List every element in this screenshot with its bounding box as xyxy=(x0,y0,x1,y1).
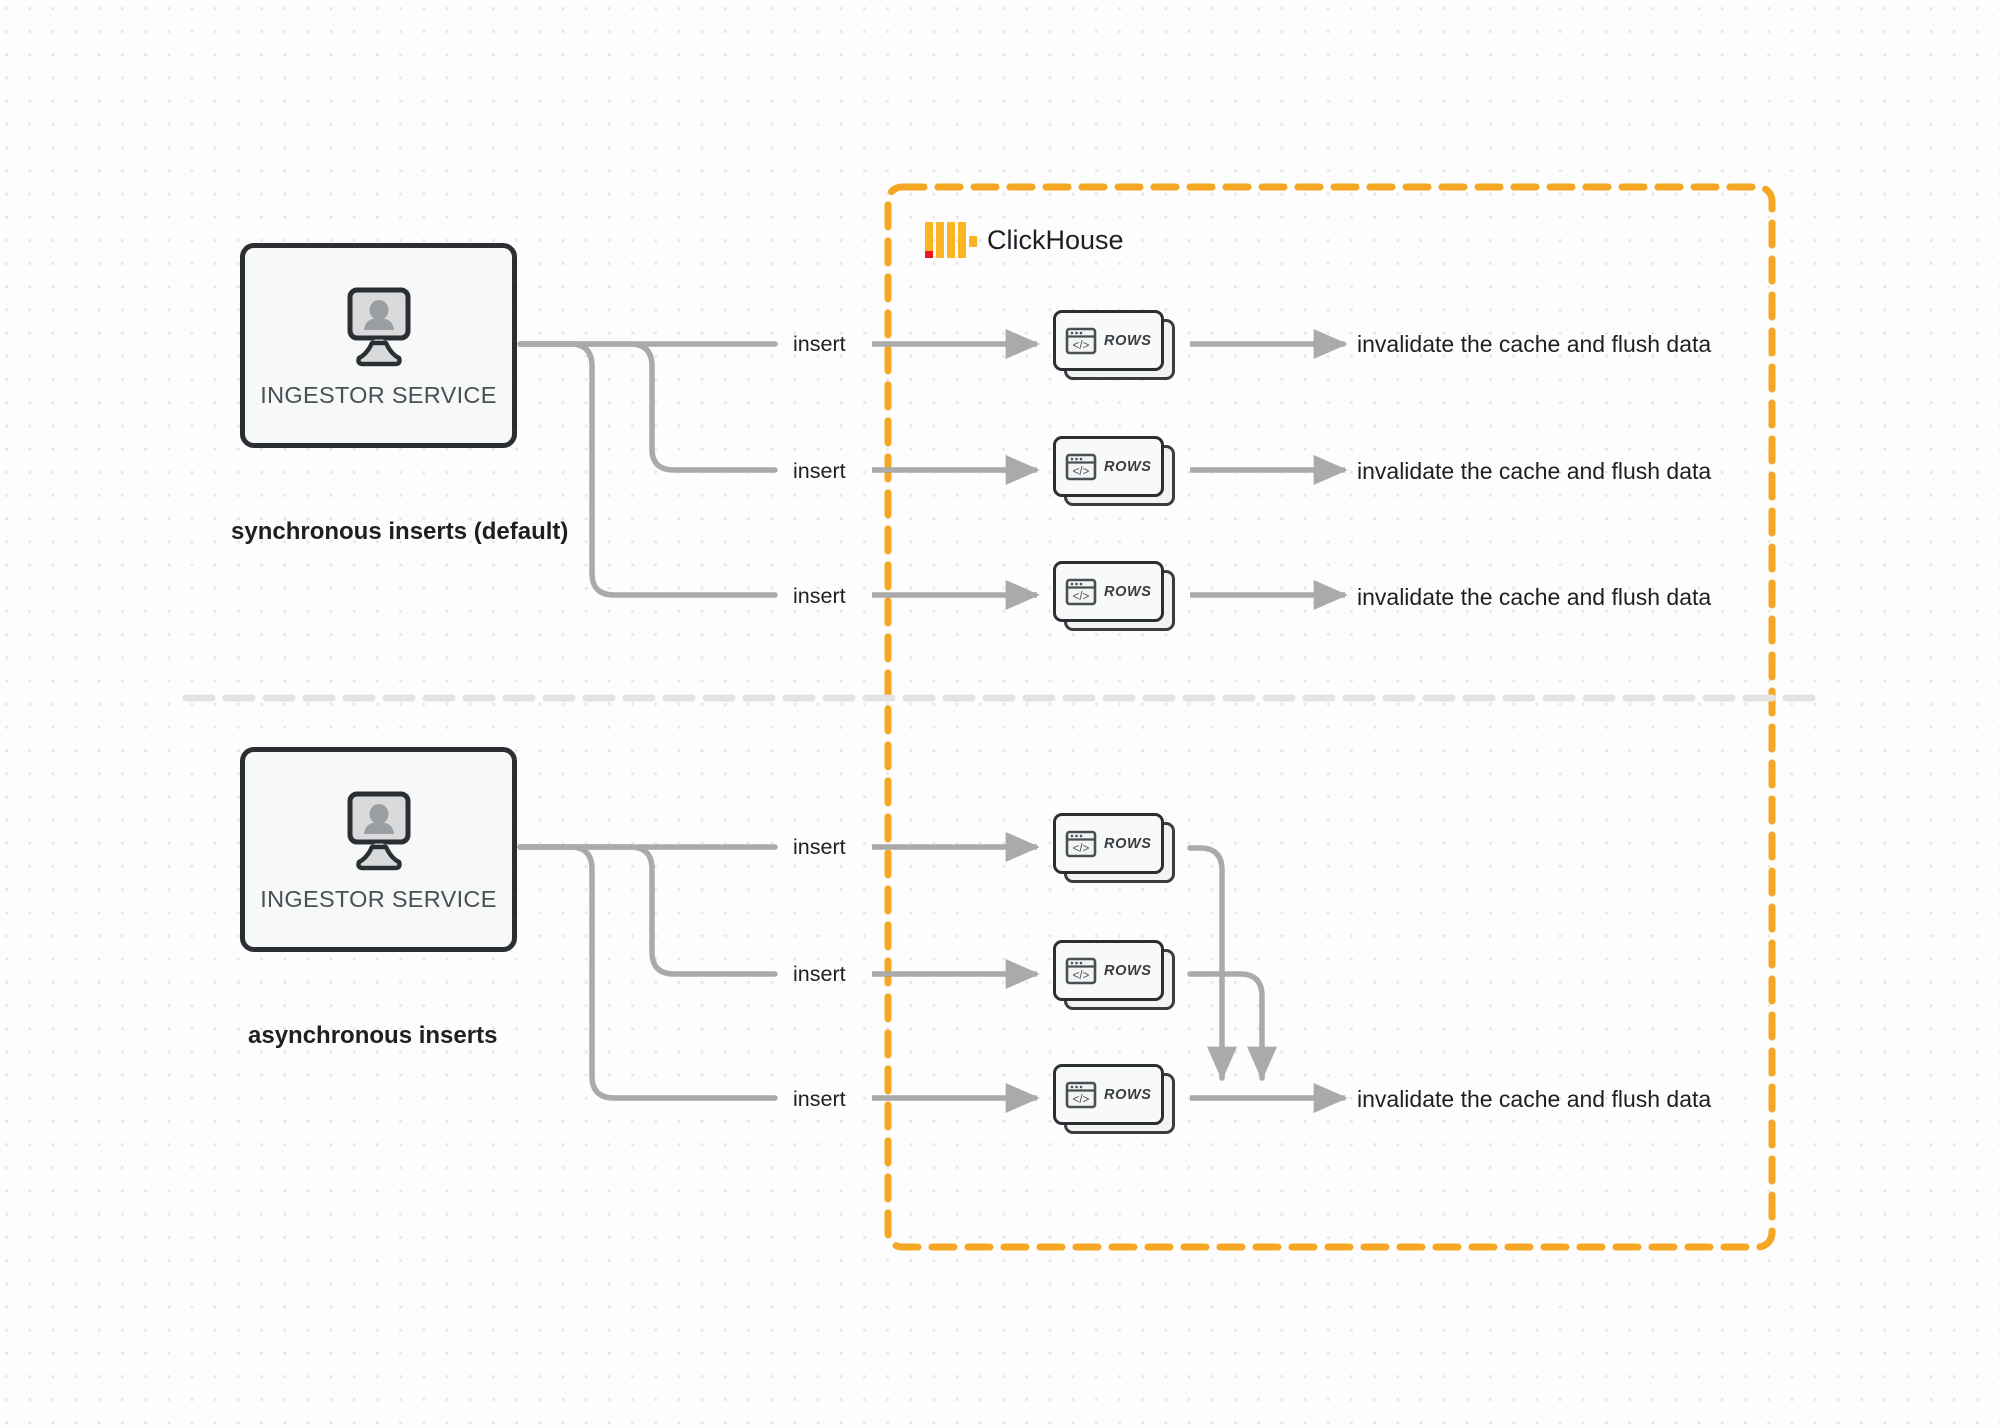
rows-card-label: ROWS xyxy=(1104,835,1152,852)
insert-label-async-3: insert xyxy=(793,1087,846,1111)
rows-card-label: ROWS xyxy=(1104,1086,1152,1103)
async-wire-merge-from-rows-2 xyxy=(1187,971,1278,1081)
clickhouse-brand-header: ClickHouse xyxy=(925,222,1124,258)
rows-card-front-sheet: </> ROWS xyxy=(1053,561,1164,622)
clickhouse-logo-icon xyxy=(925,222,977,258)
insert-label-sync-3: insert xyxy=(793,584,846,608)
rows-card-label: ROWS xyxy=(1104,458,1152,475)
code-window-icon: </> xyxy=(1065,578,1097,605)
code-window-icon: </> xyxy=(1065,830,1097,857)
ingestor-service-label: INGESTOR SERVICE xyxy=(260,382,497,408)
insert-label-sync-2: insert xyxy=(793,459,846,483)
svg-text:</>: </> xyxy=(1073,466,1090,478)
async-wire-merge-from-rows-1 xyxy=(1187,845,1238,1081)
rows-card-async-1[interactable]: </> ROWS xyxy=(1053,813,1175,883)
clickhouse-brand-name: ClickHouse xyxy=(987,224,1124,255)
result-label-async-merged: invalidate the cache and flush data xyxy=(1357,1086,1712,1112)
rows-card-sync-1[interactable]: </> ROWS xyxy=(1053,310,1175,380)
rows-card-front-sheet: </> ROWS xyxy=(1053,940,1164,1001)
rows-card-label: ROWS xyxy=(1104,583,1152,600)
svg-text:</>: </> xyxy=(1073,843,1090,855)
code-window-icon: </> xyxy=(1065,957,1097,984)
result-label-sync-3: invalidate the cache and flush data xyxy=(1357,584,1712,610)
result-label-sync-2: invalidate the cache and flush data xyxy=(1357,458,1712,484)
svg-text:</>: </> xyxy=(1073,340,1090,352)
code-window-icon: </> xyxy=(1065,453,1097,480)
rows-card-sync-3[interactable]: </> ROWS xyxy=(1053,561,1175,631)
svg-text:</>: </> xyxy=(1073,1094,1090,1106)
ingestor-service-label: INGESTOR SERVICE xyxy=(260,886,497,912)
monitor-user-icon xyxy=(331,286,427,372)
rows-card-sync-2[interactable]: </> ROWS xyxy=(1053,436,1175,506)
async-wire-branch-3 xyxy=(517,844,778,1101)
code-window-icon: </> xyxy=(1065,1081,1097,1108)
insert-label-async-1: insert xyxy=(793,835,846,859)
code-window-icon: </> xyxy=(1065,327,1097,354)
rows-card-async-3[interactable]: </> ROWS xyxy=(1053,1064,1175,1134)
result-label-sync-1: invalidate the cache and flush data xyxy=(1357,331,1712,357)
section-caption-sync: synchronous inserts (default) xyxy=(231,518,569,545)
rows-card-front-sheet: </> ROWS xyxy=(1053,1064,1164,1125)
rows-card-front-sheet: </> ROWS xyxy=(1053,310,1164,371)
rows-card-front-sheet: </> ROWS xyxy=(1053,813,1164,874)
monitor-user-icon xyxy=(331,790,427,876)
sync-wire-branch-2 xyxy=(517,341,778,473)
rows-card-async-2[interactable]: </> ROWS xyxy=(1053,940,1175,1010)
sync-wire-branch-3 xyxy=(517,341,778,598)
section-caption-async: asynchronous inserts xyxy=(248,1022,498,1049)
svg-text:</>: </> xyxy=(1073,970,1090,982)
rows-card-front-sheet: </> ROWS xyxy=(1053,436,1164,497)
rows-card-label: ROWS xyxy=(1104,332,1152,349)
ingestor-service-async[interactable]: INGESTOR SERVICE xyxy=(240,747,517,952)
async-wire-branch-2 xyxy=(517,844,778,977)
insert-label-sync-1: insert xyxy=(793,332,846,356)
rows-card-label: ROWS xyxy=(1104,962,1152,979)
ingestor-service-sync[interactable]: INGESTOR SERVICE xyxy=(240,243,517,448)
svg-text:</>: </> xyxy=(1073,591,1090,603)
insert-label-async-2: insert xyxy=(793,962,846,986)
